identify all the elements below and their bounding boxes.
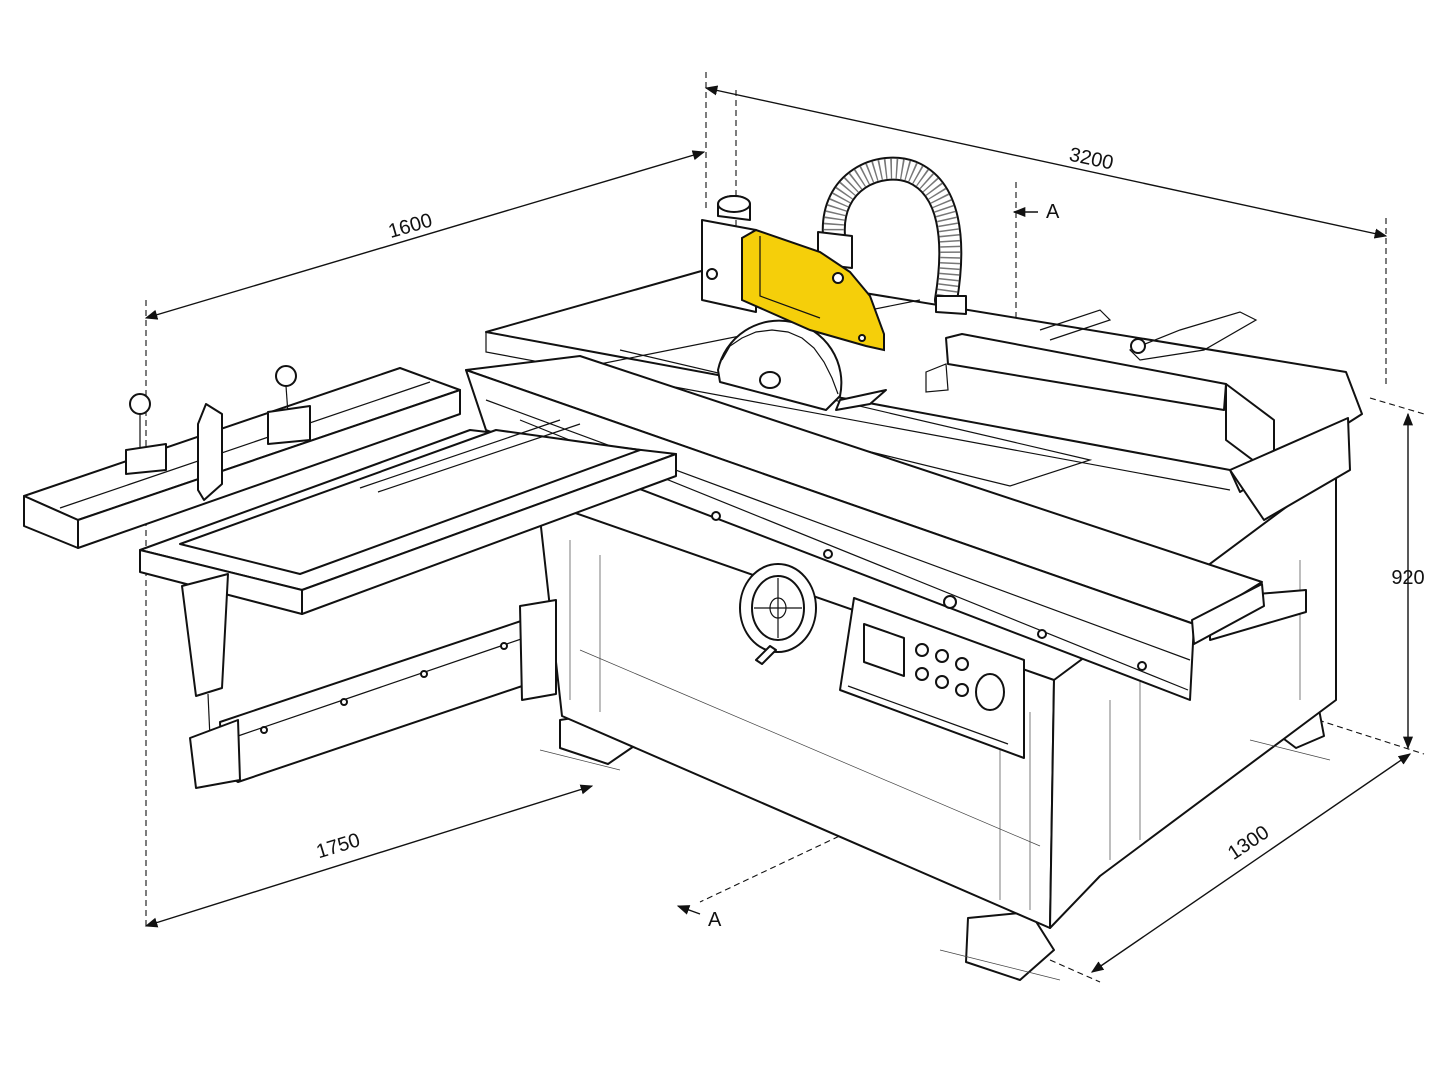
outrigger-table bbox=[23, 365, 677, 789]
dust-hose bbox=[817, 156, 967, 315]
control-panel bbox=[839, 597, 1025, 759]
handwheel bbox=[739, 563, 817, 665]
section-mark-bottom: A bbox=[708, 909, 722, 931]
dim-3200: 3200 bbox=[1067, 144, 1115, 175]
saw-blade bbox=[717, 319, 887, 411]
carriage-bolts bbox=[711, 511, 1147, 671]
section-mark-top: A bbox=[1046, 201, 1060, 223]
dim-1750: 1750 bbox=[314, 829, 363, 863]
dim-920: 920 bbox=[1391, 567, 1424, 589]
dim-1600: 1600 bbox=[386, 210, 435, 243]
machine-body bbox=[23, 156, 1363, 981]
dim-1300: 1300 bbox=[1224, 821, 1273, 864]
blade-guard-highlight bbox=[741, 228, 885, 352]
